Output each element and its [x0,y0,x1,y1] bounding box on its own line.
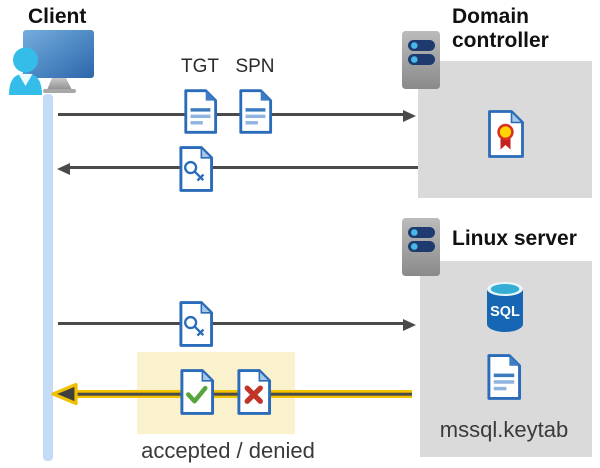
spn-label: SPN [235,56,275,77]
denied-document-icon [235,368,272,416]
sql-text: SQL [490,304,520,320]
ticket-present-arrowhead-icon [403,319,416,331]
ticket-return-arrowhead-icon [57,163,70,175]
certificate-icon [486,109,526,159]
ticket-present-line [58,322,405,325]
result-arrowhead-icon [50,382,78,406]
client-lifeline [43,94,53,461]
tgt-document-icon [182,88,218,135]
spn-document-icon [237,88,273,135]
key-ticket-document-icon [177,145,214,193]
result-caption: accepted / denied [141,438,315,463]
domain-controller-title: Domain controller [452,5,549,52]
request-arrowhead-icon [403,110,416,122]
keytab-label: mssql.keytab [439,417,569,442]
key-ticket-document-icon [177,300,214,348]
ticket-return-line [70,166,418,169]
linux-server-title: Linux server [452,227,577,250]
tgt-label: TGT [181,56,219,77]
server-icon [402,218,440,276]
accepted-document-icon [178,368,215,416]
sql-database-icon: SQL [487,281,523,332]
client-workstation-icon [6,27,98,97]
server-icon [402,31,440,89]
client-title: Client [28,5,87,28]
request-arrow-line [58,113,405,116]
keytab-document-icon [485,353,522,401]
